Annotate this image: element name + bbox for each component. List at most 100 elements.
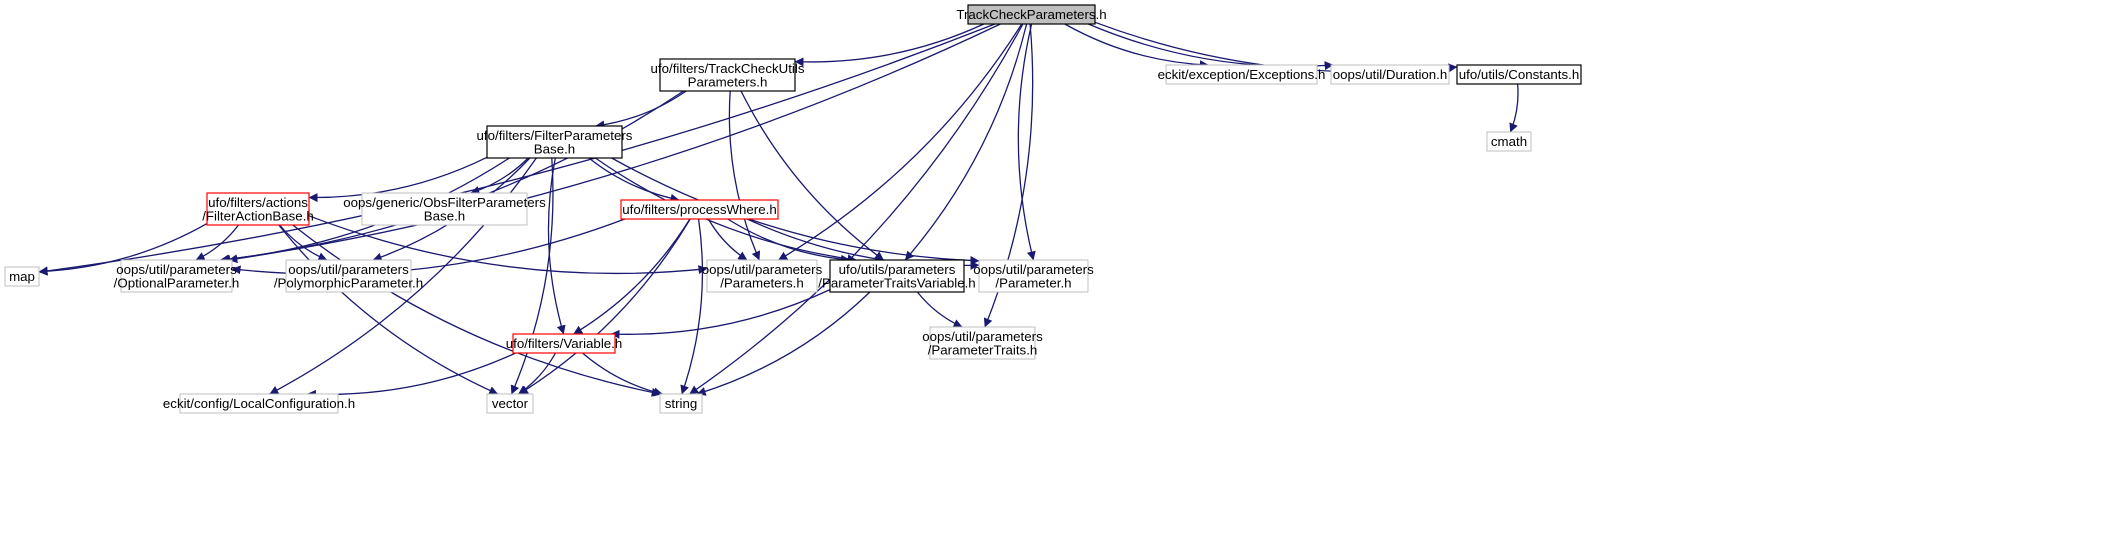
node-label-tcu-line-0: ufo/filters/TrackCheckUtils [651, 61, 805, 76]
edge-tcu-to-fpb [595, 90, 687, 130]
node-label-fab-line-0: ufo/filters/actions [208, 195, 308, 210]
edge-tcu-to-params [728, 90, 761, 261]
node-label-dur-line-0: oops/util/Duration.h [1333, 67, 1448, 82]
node-label-string-line-0: string [665, 396, 698, 411]
node-label-ofpb-line-1: Base.h [424, 208, 465, 223]
node-box-fab [206, 192, 310, 226]
node-label-map-line-0: map [9, 269, 35, 284]
node-label-cmath-line-0: cmath [1491, 134, 1527, 149]
edge-var-to-string [582, 352, 663, 397]
edge-fpb-to-ptv [595, 157, 857, 264]
node-label-tcu-line-1: Parameters.h [688, 74, 768, 89]
edge-root-to-dur [1088, 23, 1334, 71]
node-label-exc-line-0: eckit/exception/Exceptions.h [1158, 67, 1326, 82]
edge-root-to-opt [228, 23, 1001, 264]
node-box-exc [1165, 64, 1318, 85]
edge-root-to-exc [1064, 23, 1209, 70]
node-box-opt [120, 259, 233, 293]
nodes-layer: TrackCheckParameters.h ufo/filters/TrackC… [4, 4, 1582, 414]
edge-ptv-to-var [610, 289, 831, 339]
node-label-params-line-0: oops/util/parameters [702, 262, 823, 277]
node-cmath: cmath [1486, 131, 1532, 152]
node-ptv[interactable]: ufo/utils/parameters/ParameterTraitsVari… [818, 259, 976, 293]
node-root[interactable]: TrackCheckParameters.h [956, 4, 1107, 25]
edge-fpb-to-param [611, 157, 980, 265]
edge-pw-to-var [573, 218, 691, 335]
edge-root-to-param [1017, 23, 1036, 261]
node-pt: oops/util/parameters/ParameterTraits.h [922, 326, 1043, 360]
edge-ptv-to-string [696, 291, 871, 396]
edge-pw-to-vector [518, 218, 691, 395]
node-lc: eckit/config/LocalConfiguration.h [163, 393, 355, 414]
edge-fab-to-map [38, 223, 208, 276]
edge-fab-to-opt [195, 224, 240, 261]
node-vector: vector [486, 393, 534, 414]
node-label-opt-line-0: oops/util/parameters [116, 262, 237, 277]
node-label-poly-line-0: oops/util/parameters [288, 262, 409, 277]
node-label-param-line-1: /Parameter.h [995, 275, 1071, 290]
edge-fpb-to-pw [588, 157, 680, 203]
edge-fab-to-params [308, 215, 708, 275]
node-box-dur [1330, 64, 1450, 85]
node-param: oops/util/parameters/Parameter.h [973, 259, 1094, 293]
node-box-map [4, 266, 40, 287]
edge-fab-to-string [292, 224, 661, 397]
edge-pw-to-params [707, 218, 748, 261]
node-label-ptv-line-1: /ParameterTraitsVariable.h [818, 275, 975, 290]
node-pw[interactable]: ufo/filters/processWhere.h [620, 199, 779, 220]
node-const[interactable]: ufo/utils/Constants.h [1456, 64, 1582, 85]
node-box-vector [486, 393, 534, 414]
edge-var-to-vector [518, 352, 557, 395]
node-label-root-line-0: TrackCheckParameters.h [956, 7, 1106, 22]
node-box-pw [620, 199, 779, 220]
node-label-fab-line-1: /FilterActionBase.h [202, 208, 314, 223]
node-fab[interactable]: ufo/filters/actions/FilterActionBase.h [202, 192, 314, 226]
edge-root-to-ptv [904, 23, 1028, 261]
node-string: string [659, 393, 703, 414]
node-box-var [512, 333, 616, 354]
node-label-param-line-0: oops/util/parameters [973, 262, 1094, 277]
node-box-params [706, 259, 818, 293]
node-box-const [1456, 64, 1582, 85]
node-label-ofpb-line-0: oops/generic/ObsFilterParameters [343, 195, 546, 210]
node-dur: oops/util/Duration.h [1330, 64, 1450, 85]
node-label-vector-line-0: vector [492, 396, 529, 411]
edge-fpb-to-var [547, 157, 566, 335]
node-label-var-line-0: ufo/filters/Variable.h [506, 336, 623, 351]
node-map: map [4, 266, 40, 287]
node-label-lc-line-0: eckit/config/LocalConfiguration.h [163, 396, 355, 411]
edge-fpb-to-vector [510, 157, 554, 395]
node-box-tcu [659, 58, 796, 92]
node-box-fpb [486, 125, 623, 159]
node-label-const-line-0: ufo/utils/Constants.h [1459, 67, 1579, 82]
edge-pw-to-string [680, 218, 704, 395]
edge-pw-to-ptv [727, 218, 850, 264]
edge-fab-to-vector [278, 224, 499, 395]
node-box-poly [285, 259, 412, 293]
node-opt: oops/util/parameters/OptionalParameter.h [114, 259, 239, 293]
node-box-string [659, 393, 703, 414]
node-exc: eckit/exception/Exceptions.h [1158, 64, 1326, 85]
node-poly: oops/util/parameters/PolymorphicParamete… [274, 259, 423, 293]
node-label-ptv-line-0: ufo/utils/parameters [839, 262, 956, 277]
edge-ptv-to-pt [916, 291, 963, 328]
node-label-pt-line-0: oops/util/parameters [922, 329, 1043, 344]
node-label-fpb-line-0: ufo/filters/FilterParameters [477, 128, 633, 143]
node-label-fpb-line-1: Base.h [534, 141, 575, 156]
node-var[interactable]: ufo/filters/Variable.h [506, 333, 623, 354]
edge-root-to-tcu [794, 23, 985, 67]
edge-fab-to-poly [279, 224, 328, 261]
edge-fpb-to-opt [221, 157, 510, 264]
node-box-lc [179, 393, 339, 414]
edge-fpb-to-ofpb [470, 157, 529, 195]
edge-root-to-map [38, 23, 996, 276]
edge-root-to-params [778, 23, 1023, 261]
edge-const-to-cmath [1509, 83, 1519, 133]
node-box-ptv [829, 259, 965, 293]
node-box-param [978, 259, 1089, 293]
node-label-pw-line-0: ufo/filters/processWhere.h [622, 202, 776, 217]
